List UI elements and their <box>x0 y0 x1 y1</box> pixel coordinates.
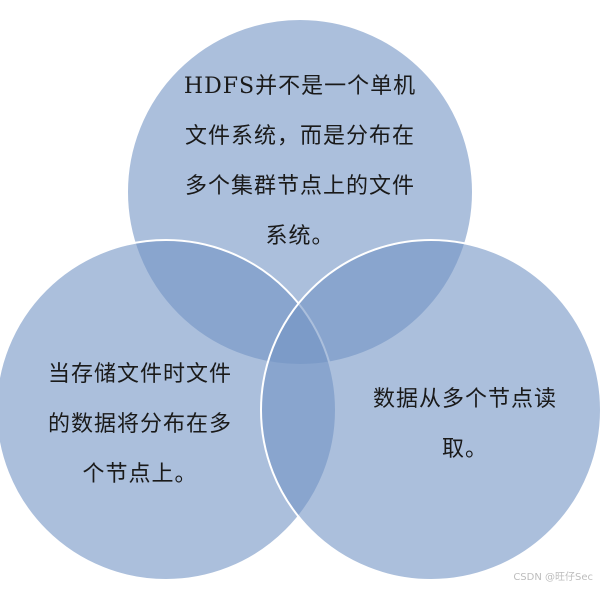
watermark: CSDN @旺仔Sec <box>513 572 593 583</box>
circle-right <box>260 239 601 581</box>
circle-right-text: 数据从多个节点读 取。 <box>372 387 557 462</box>
circle-top-text: HDFS并不是一个单机 文件系统，而是分布在 多个集群节点上的文件 系统。 <box>183 74 417 249</box>
circle-left-text: 当存储文件时文件 的数据将分布在多 个节点上。 <box>47 362 232 487</box>
